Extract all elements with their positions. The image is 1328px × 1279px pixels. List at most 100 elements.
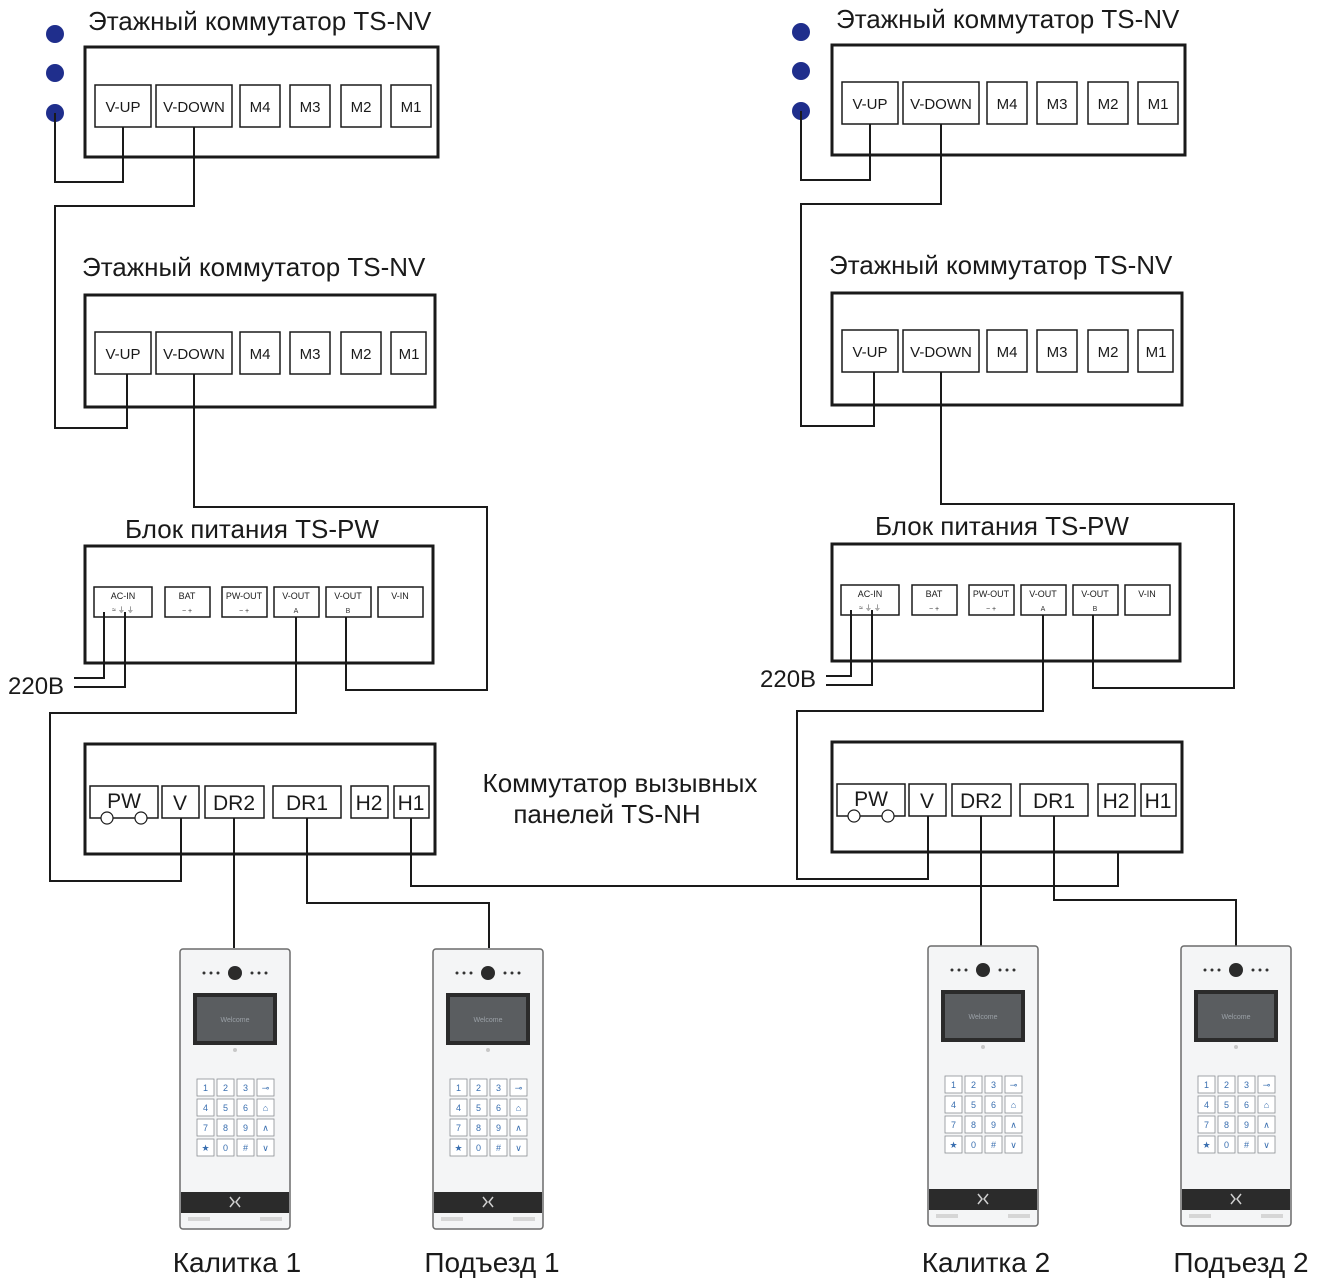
keypad-key: 1 xyxy=(951,1080,956,1090)
keypad-key: # xyxy=(1244,1140,1249,1150)
keypad-key: ⌂ xyxy=(1264,1100,1269,1110)
keypad-key: 7 xyxy=(456,1123,461,1133)
rfid-icon xyxy=(482,1196,494,1208)
terminal-label: V-OUT xyxy=(282,591,310,601)
keypad-key: ⊸ xyxy=(515,1083,523,1093)
terminal-sublabel: − + xyxy=(986,606,996,613)
psu-title: Блок питания TS-PW xyxy=(125,514,379,544)
terminal-label: DR1 xyxy=(286,792,328,815)
keypad-key: 0 xyxy=(1224,1140,1229,1150)
panel-label-entrance-2: Подъезд 2 xyxy=(1173,1247,1308,1278)
terminal-sublabel: B xyxy=(1093,606,1098,613)
camera-icon xyxy=(228,966,242,980)
terminal-label: V-DOWN xyxy=(163,99,225,116)
plus-icon xyxy=(134,811,148,825)
terminal-label: BAT xyxy=(179,591,196,601)
terminal-v-out-b xyxy=(1072,584,1119,616)
keypad-key: 8 xyxy=(223,1123,228,1133)
terminal-v-down xyxy=(902,81,980,125)
keypad-key: ⌂ xyxy=(263,1103,268,1113)
rfid-icon xyxy=(977,1193,989,1205)
terminal-h2 xyxy=(1097,783,1136,817)
terminal-h2 xyxy=(350,785,389,819)
terminal-m2 xyxy=(340,84,382,128)
terminal-label: V-DOWN xyxy=(163,346,225,363)
keypad-key: 2 xyxy=(223,1083,228,1093)
terminal-pw-out xyxy=(968,584,1015,616)
plus-icon xyxy=(881,809,895,823)
keypad-key: 5 xyxy=(971,1100,976,1110)
terminal-m2 xyxy=(1087,329,1129,373)
terminal-h1 xyxy=(1140,783,1177,817)
keypad-key: 6 xyxy=(243,1103,248,1113)
minus-icon xyxy=(847,809,861,823)
terminal-label: M3 xyxy=(1047,96,1068,113)
terminal-label: DR2 xyxy=(960,790,1002,813)
keypad-key: 7 xyxy=(1204,1120,1209,1130)
psu-title: Блок питания TS-PW xyxy=(875,511,1129,541)
keypad-key: ⊸ xyxy=(1263,1080,1271,1090)
terminal-dr1 xyxy=(272,785,342,819)
keypad-key: ∨ xyxy=(262,1143,269,1153)
terminal-m4 xyxy=(239,84,281,128)
terminal-label: M2 xyxy=(351,99,372,116)
terminal-label: AC-IN xyxy=(858,589,883,599)
terminal-label: DR2 xyxy=(213,792,255,815)
keypad-key: 1 xyxy=(456,1083,461,1093)
terminal-v-out-a xyxy=(273,586,320,618)
keypad-key: 9 xyxy=(243,1123,248,1133)
keypad-key: 4 xyxy=(456,1103,461,1113)
wires-right xyxy=(796,111,1237,946)
terminal-label: V-UP xyxy=(852,96,887,113)
keypad-key: 5 xyxy=(223,1103,228,1113)
nh-title-line1: Коммутатор вызывных xyxy=(483,768,758,798)
screen-text: Welcome xyxy=(1221,1014,1250,1021)
terminal-sublabel: − + xyxy=(929,606,939,613)
keypad-key: 4 xyxy=(203,1103,208,1113)
terminal-v-down xyxy=(902,329,980,373)
terminal-label: V-OUT xyxy=(1029,589,1057,599)
terminal-m1 xyxy=(1137,329,1174,373)
terminal-v-up xyxy=(94,331,152,375)
keypad-key: 8 xyxy=(971,1120,976,1130)
terminal-v-down xyxy=(155,84,233,128)
terminal-m3 xyxy=(1036,81,1078,125)
floor-switch-right-middle: Этажный коммутатор TS-NV V-UP V-DOWN M4 … xyxy=(829,250,1184,407)
keypad-key: 3 xyxy=(1244,1080,1249,1090)
terminal-label: M3 xyxy=(300,346,321,363)
terminal-h1 xyxy=(393,785,430,819)
terminal-v-in xyxy=(1124,584,1171,616)
mains-label: 220B xyxy=(8,673,64,700)
terminal-label: M4 xyxy=(250,99,271,116)
keypad-key: ∧ xyxy=(262,1123,269,1133)
keypad-key: 3 xyxy=(243,1083,248,1093)
panel-label-gate-2: Калитка 2 xyxy=(922,1247,1050,1278)
terminal-bat xyxy=(911,584,958,616)
keypad-key: 9 xyxy=(1244,1120,1249,1130)
terminal-label: V-UP xyxy=(105,99,140,116)
screen-text: Welcome xyxy=(968,1014,997,1021)
terminal-label: V-OUT xyxy=(334,591,362,601)
panel-label-gate-1: Калитка 1 xyxy=(173,1247,301,1278)
terminal-dr1 xyxy=(1019,783,1089,817)
keypad-key: ★ xyxy=(201,1143,209,1153)
floor-switch-title: Этажный коммутатор TS-NV xyxy=(836,4,1180,34)
floor-switch-right-top: Этажный коммутатор TS-NV V-UP V-DOWN M4 … xyxy=(830,4,1187,157)
terminal-label: V-IN xyxy=(391,591,409,601)
keypad-key: 6 xyxy=(496,1103,501,1113)
keypad-key: # xyxy=(496,1143,501,1153)
keypad-key: ⌂ xyxy=(1011,1100,1016,1110)
panel-label-entrance-1: Подъезд 1 xyxy=(424,1247,559,1278)
terminal-label: V-OUT xyxy=(1081,589,1109,599)
terminal-label: PW xyxy=(854,788,888,811)
terminal-sublabel: ≈ ⏚ ⏚ xyxy=(112,606,134,614)
keypad-key: 9 xyxy=(991,1120,996,1130)
mains-label: 220B xyxy=(760,666,816,693)
terminal-m2 xyxy=(340,331,382,375)
keypad-key: ★ xyxy=(949,1140,957,1150)
rfid-icon xyxy=(229,1196,241,1208)
terminal-label: H2 xyxy=(356,792,383,815)
